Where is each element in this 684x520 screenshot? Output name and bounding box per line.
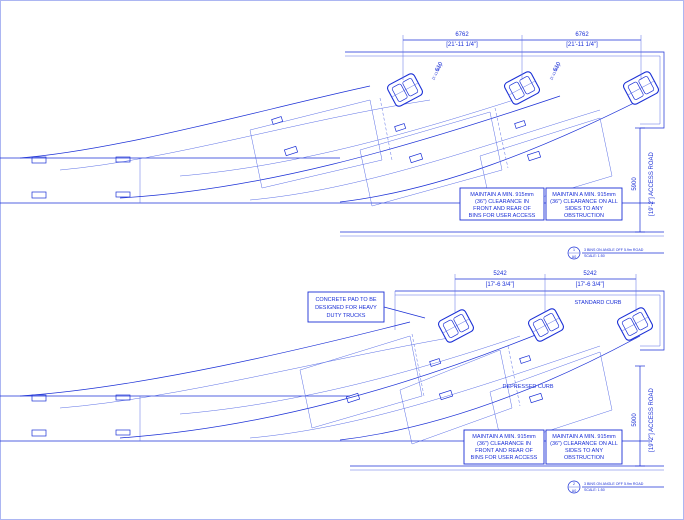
truck-path [119,95,561,199]
clearance-note-line: BINS FOR USER ACCESS [469,213,536,219]
truck-outline [399,349,513,445]
dimension-imperial: [17'-6 3/4"] [486,282,515,288]
dimension-imperial: [21'-11 1/4"] [566,42,598,48]
bin-dimension-value: 610 [434,61,444,73]
clearance-note-line: MAINTAIN A MIN. 915mm [552,434,616,440]
clearance-note-line: SIDES TO ANY [565,206,603,212]
curb-line [395,294,661,347]
truck-path [249,345,601,439]
waste-bin-icon [527,308,565,342]
road-dimension-value: 5900 [632,413,638,427]
truck-outline [489,351,613,447]
dimension-imperial: [17'-6 3/4"] [576,282,605,288]
clearance-note-box [463,429,545,465]
bin-dimension-value: 610 [552,61,562,73]
truck-path [19,85,371,159]
sheet-number: A0 [572,489,576,493]
clearance-note-line: MAINTAIN A MIN. 915mm [470,192,534,198]
truck-path [179,335,521,415]
truck-cab-line [507,345,521,407]
clearance-note-box [545,187,623,221]
waste-bin-icon [437,309,475,343]
truck-cab-line [494,107,509,169]
clearance-note-line: OBSTRUCTION [564,213,604,219]
clearance-note-line: (36") CLEARANCE ON ALL [550,199,618,205]
tire-mark-icon [31,355,544,437]
drawing-scale: SCALE: 1:50 [584,254,605,258]
depressed-curb-label: DEPRESSED CURB [502,384,553,390]
section-marker-icon: 2 A0 [567,480,581,494]
clearance-note-box [545,429,623,465]
truck-path [119,329,549,439]
clearance-note-line: BINS FOR USER ACCESS [471,455,538,461]
drawing-number: 1 [573,248,575,252]
callout-line: DESIGNED FOR HEAVY [315,305,377,311]
clearance-note-line: FRONT AND REAR OF [475,448,533,454]
truck-path [339,99,641,203]
standard-curb-label: STANDARD CURB [575,300,622,306]
truck-outline [359,111,503,207]
tire-mark-icon [31,116,542,199]
truck-outline [249,99,383,189]
truck-path [339,335,641,441]
road-dimension-label: [19'-2"] ACCESS ROAD [649,388,655,452]
drawing-number: 2 [573,482,575,486]
sheet-number: A0 [572,255,576,259]
dimension-value: 5242 [493,271,507,277]
dimension-value: 6762 [455,32,469,38]
truck-cab-line [379,97,393,161]
clearance-note-line: OBSTRUCTION [564,455,604,461]
road-dimension-value: 5900 [632,177,638,191]
drawing-scale: SCALE: 1:50 [584,488,605,492]
bin-dimension-imperial: [1'-11 3/4"] [431,64,442,81]
callout-leader [383,306,426,319]
top-plan: 6762 [21'-11 1/4"] 6762 [21'-11 1/4"] 61… [0,32,665,260]
clearance-note-line: (36") CLEARANCE ON ALL [550,441,618,447]
concrete-pad-callout [307,291,385,323]
truck-path [59,335,461,409]
callout-line: DUTY TRUCKS [327,313,366,319]
curb-line [345,55,661,125]
truck-outline [299,335,423,429]
waste-bin-icon [616,307,654,341]
section-marker-icon: 1 A0 [567,246,581,260]
truck-path [59,99,431,171]
bin-dimension-imperial: [1'-11 3/4"] [549,64,560,81]
curb-line [395,290,665,351]
truck-cab-line [411,333,425,397]
clearance-note-line: (36") CLEARANCE IN [475,199,529,205]
truck-path [249,109,601,201]
clearance-note-line: MAINTAIN A MIN. 915mm [472,434,536,440]
clearance-note-line: SIDES TO ANY [565,448,603,454]
bottom-plan: 5242 [17'-6 3/4"] 5242 [17'-6 3/4"] CONC… [0,271,665,494]
waste-bin-icon [386,73,424,107]
dimension-value: 5242 [583,271,597,277]
curb-line [345,51,665,129]
waste-bin-icon [503,71,541,105]
clearance-note-line: FRONT AND REAR OF [473,206,531,212]
waste-bin-icon [622,71,660,105]
dimension-imperial: [21'-11 1/4"] [446,42,478,48]
truck-path [19,321,411,397]
drawing-title: 3 BINS ON ANGLE OFF 5.9m ROAD [584,482,644,486]
truck-path [179,97,521,177]
road-dimension-label: [19'-2"] ACCESS ROAD [649,152,655,216]
drawing-title: 3 BINS ON ANGLE OFF 5.9m ROAD [584,248,644,252]
clearance-note-line: (36") CLEARANCE IN [477,441,531,447]
callout-line: CONCRETE PAD TO BE [315,297,376,303]
clearance-note-box [459,187,545,221]
clearance-note-line: MAINTAIN A MIN. 915mm [552,192,616,198]
dimension-value: 6762 [575,32,589,38]
